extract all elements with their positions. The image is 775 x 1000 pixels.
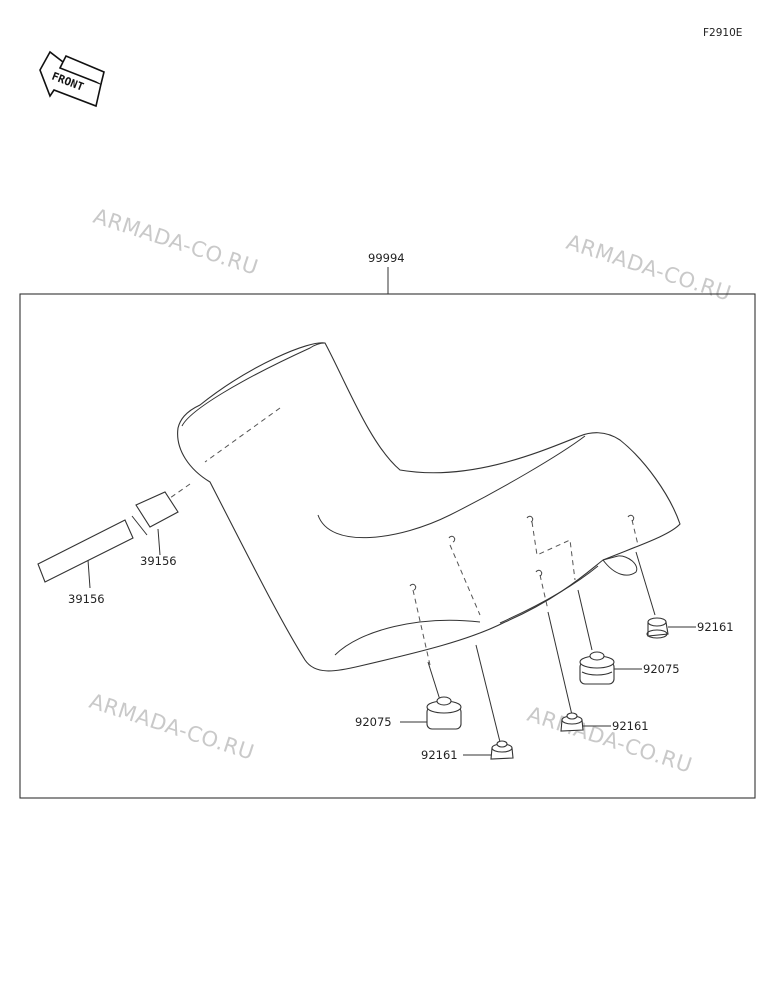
strap-upper	[131, 491, 179, 556]
front-arrow-icon: FRONT	[39, 50, 105, 108]
label-cushion-right-upper: 92161	[697, 620, 734, 634]
label-cushion-right-lower: 92161	[612, 719, 649, 733]
mounting-guides	[409, 514, 656, 743]
label-cushion-left: 92161	[421, 748, 458, 762]
damper-left	[400, 696, 462, 730]
watermark-5: ARMADA-CO.RU	[524, 702, 695, 778]
watermark-4: ARMADA-CO.RU	[86, 689, 257, 765]
watermark-1: ARMADA-CO.RU	[90, 204, 261, 280]
label-strap-upper: 39156	[140, 554, 177, 568]
label-damper-left: 92075	[355, 715, 392, 729]
label-assembly: 99994	[368, 251, 405, 265]
label-damper-right: 92075	[643, 662, 680, 676]
seat	[159, 342, 681, 672]
strap-lower	[37, 519, 134, 589]
cushion-left	[463, 740, 514, 760]
cushion-right-upper	[646, 617, 696, 639]
damper-right	[579, 651, 642, 685]
label-strap-lower: 39156	[68, 592, 105, 606]
figure-code: F2910E	[703, 27, 742, 39]
cushion-right-lower	[560, 712, 611, 732]
